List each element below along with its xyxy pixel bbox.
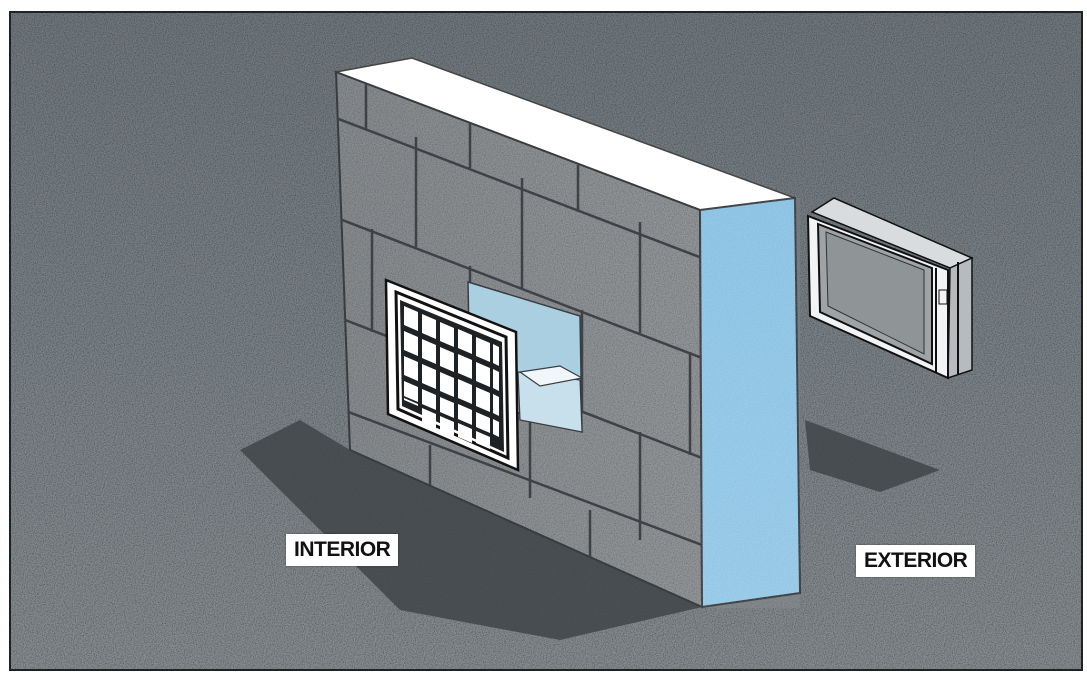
vent-grille-icon [384,278,520,472]
vent-face-panel [825,231,925,355]
vent-sleeve-side [947,256,973,380]
wall-shadow [240,420,702,640]
opening-sleeve-ledge [518,365,584,387]
image-border [9,11,1083,671]
interior-label: INTERIOR [286,534,399,566]
vent-latch [938,289,948,305]
grille-cells [404,306,499,449]
flood-vent-insert-icon [806,197,974,380]
exterior-vent-shadow [805,420,940,492]
exterior-label: EXTERIOR [856,545,976,577]
side-speckle [700,198,800,608]
